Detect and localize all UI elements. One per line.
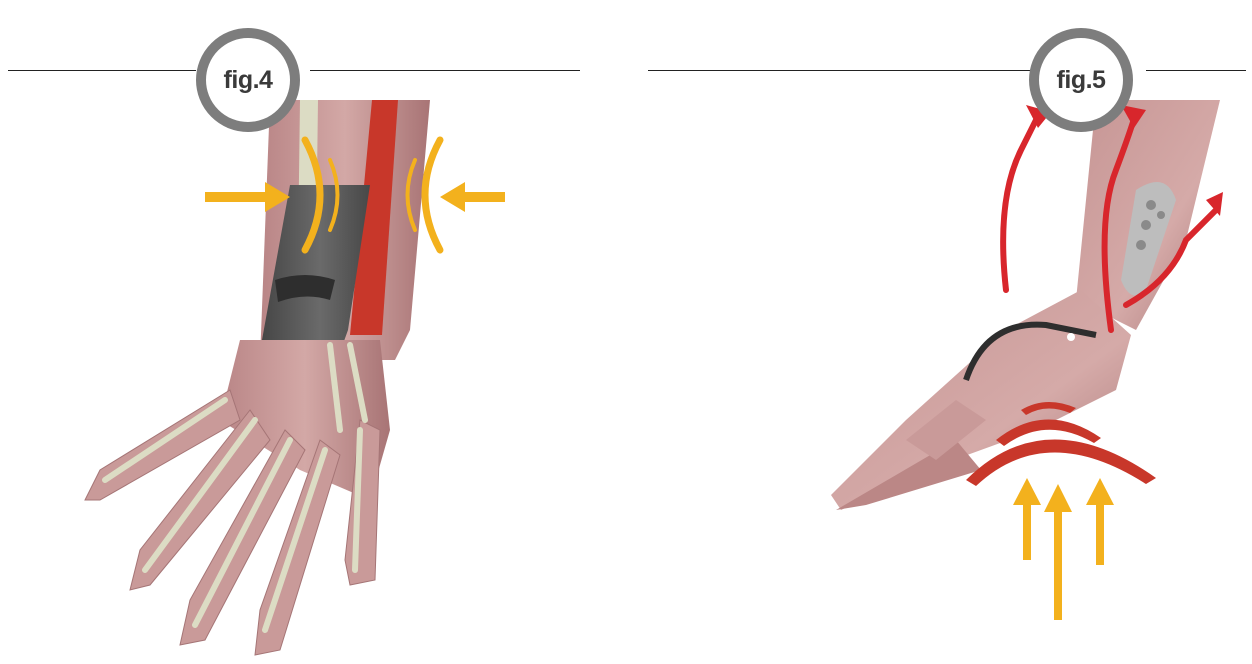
strap-rivet — [1067, 333, 1075, 341]
fig-4-badge: fig.4 — [196, 28, 300, 132]
figure-5-panel: fig.5 — [626, 0, 1252, 664]
figure-4-illustration — [0, 0, 626, 664]
figure-5-illustration — [626, 0, 1252, 664]
fig-4-label: fig.4 — [224, 66, 273, 95]
fig-5-label: fig.5 — [1057, 66, 1106, 95]
figure-4-panel: fig.4 — [0, 0, 626, 664]
fig-5-badge: fig.5 — [1029, 28, 1133, 132]
upward-arrow-icon — [1013, 478, 1114, 620]
